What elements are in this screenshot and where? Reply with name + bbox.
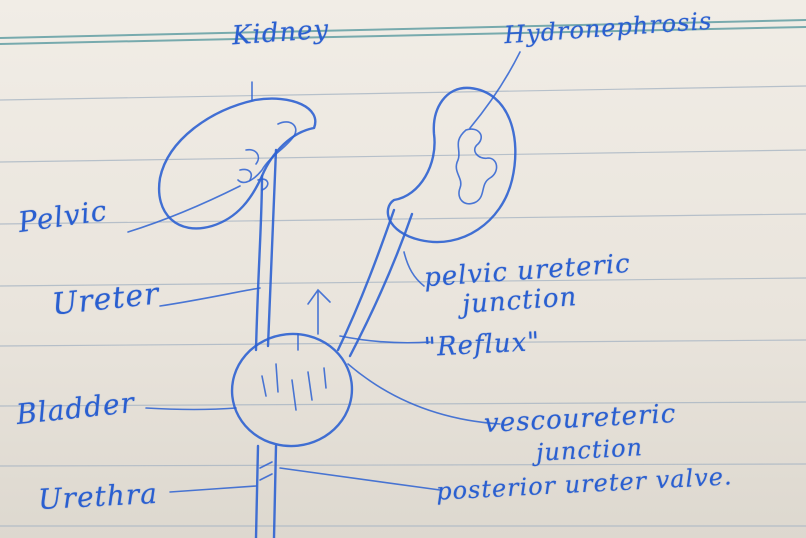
left-kidney-pelvis <box>238 122 296 182</box>
right-kidney-dilated-calyces <box>456 129 496 204</box>
rule-line <box>0 150 806 162</box>
urethra-right <box>274 446 276 538</box>
ureter-pointer <box>160 288 260 306</box>
left-ureter-wall <box>268 150 276 346</box>
label-urethra: Urethra <box>37 477 158 516</box>
pelvic-ureteric-junction-pointer <box>404 252 424 286</box>
rule-line <box>0 86 806 100</box>
reflux-arrow <box>308 290 330 334</box>
bladder-outline <box>226 328 357 452</box>
posterior-urethral-valve-mark <box>260 462 272 480</box>
reflux-pointer <box>340 336 430 343</box>
label-vesicoureteric-junction-2: junction <box>535 433 643 467</box>
bladder-reflux-strokes <box>262 364 326 410</box>
posterior-valve-pointer <box>280 468 440 490</box>
urethra-pointer <box>170 486 256 492</box>
rule-line <box>0 214 806 224</box>
urethra-left <box>256 446 258 538</box>
left-kidney-outline <box>159 99 315 229</box>
bladder-pointer <box>146 408 236 410</box>
pelvic-pointer <box>128 186 240 232</box>
label-reflux: "Reflux" <box>423 327 541 363</box>
right-ureter-wall <box>350 214 412 356</box>
notebook-rules <box>0 20 806 526</box>
left-ureter <box>256 176 262 350</box>
vesicoureteric-junction-pointer <box>348 364 500 424</box>
